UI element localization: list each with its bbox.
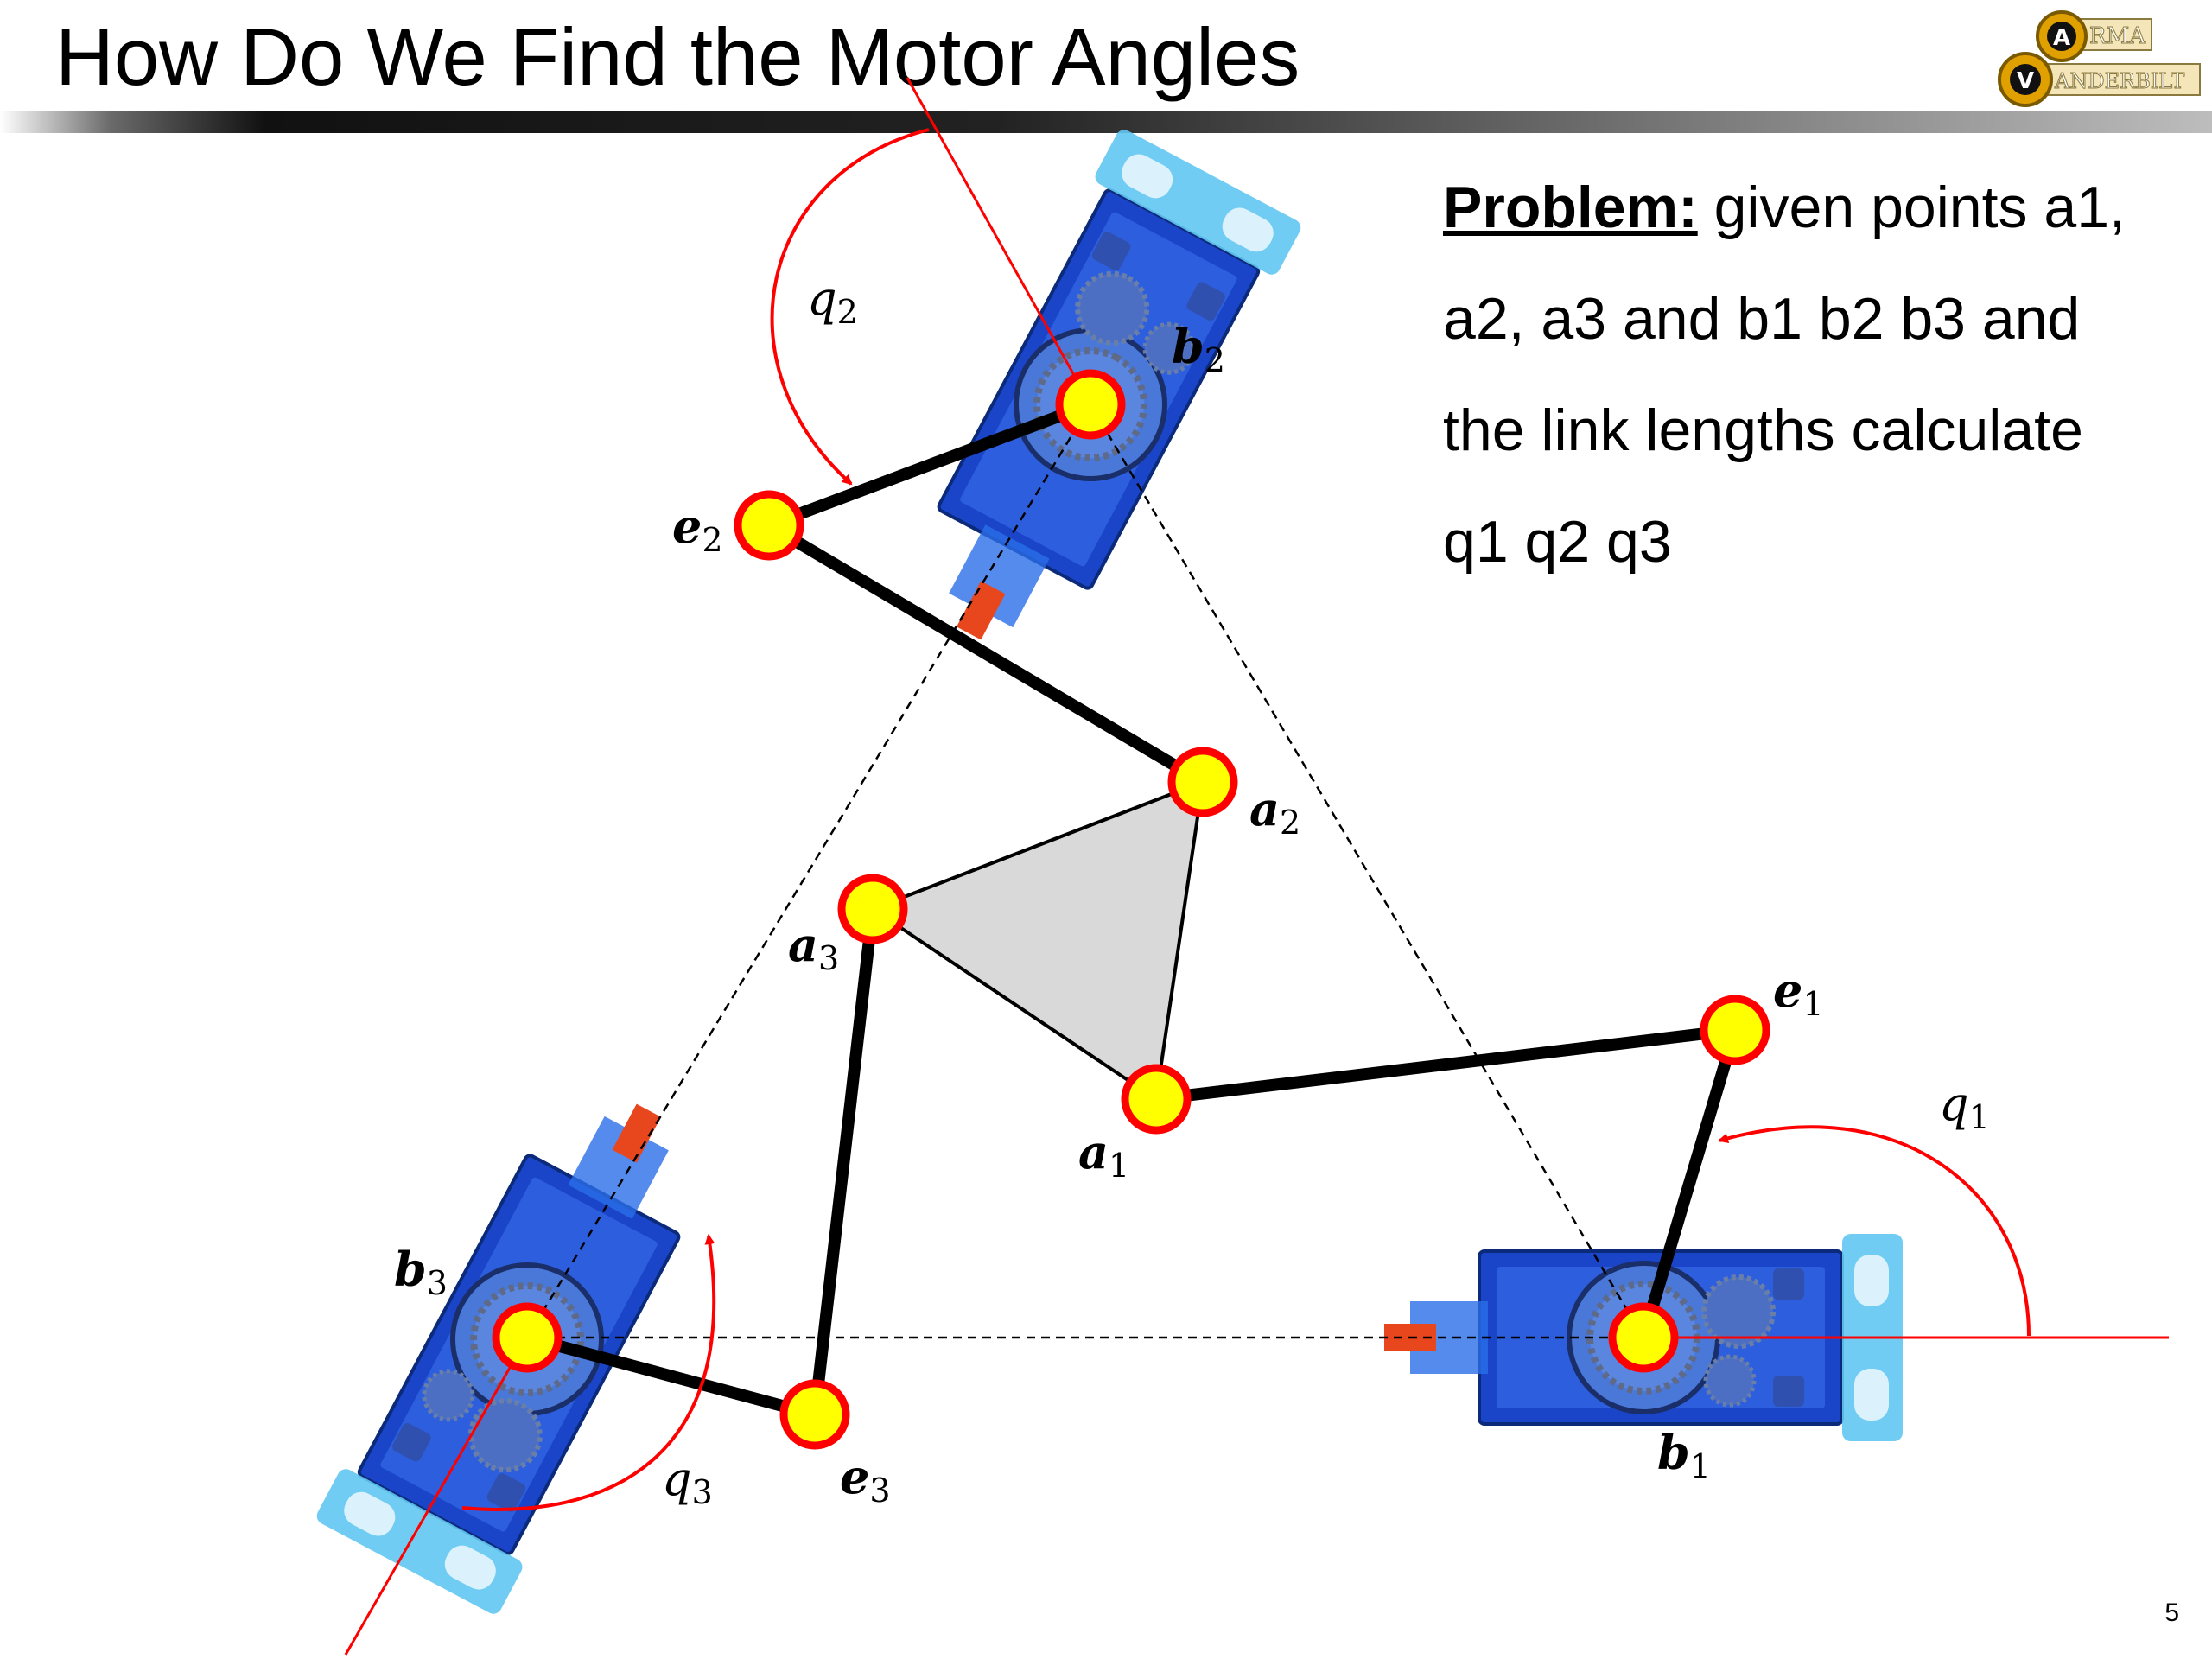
- moving-platform: [868, 779, 1205, 1103]
- label-e2: e2: [672, 499, 723, 559]
- logo-letter-v: V: [2017, 68, 2034, 94]
- problem-line-4: q1 q2 q3: [1443, 509, 1672, 575]
- logo-letter-a: A: [2053, 25, 2070, 51]
- label-a1: a1: [1078, 1124, 1129, 1185]
- label-b3: b3: [394, 1242, 448, 1302]
- arma-vanderbilt-logo: A RMA V ANDERBILT: [1998, 10, 2201, 107]
- joint-b3: [492, 1302, 563, 1373]
- reference-line-b2: [906, 77, 1092, 405]
- label-e3: e3: [840, 1449, 891, 1510]
- logo-text-anderbilt: ANDERBILT: [2054, 69, 2184, 93]
- problem-statement: Problem: given points a1, a2, a3 and b1 …: [1443, 164, 2169, 610]
- joint-a2: [1167, 747, 1238, 817]
- q1-angle-arrow: [1718, 1125, 2031, 1337]
- joint-e1: [1700, 995, 1770, 1065]
- q3-angle-arrow: [461, 1234, 716, 1511]
- label-a3: a3: [788, 917, 839, 977]
- problem-line-1: Problem: given points a1,: [1443, 164, 2169, 276]
- problem-line-3: the link lengths calculate: [1443, 397, 2083, 463]
- joint-a3: [837, 874, 908, 944]
- label-b2: b2: [1172, 319, 1225, 379]
- slide-title: How Do We Find the Motor Angles: [55, 11, 1300, 102]
- arm-links: [521, 398, 1741, 1421]
- joints: [492, 369, 1770, 1450]
- label-q2: q2: [807, 271, 858, 331]
- joint-e3: [779, 1379, 850, 1450]
- problem-line-1-rest: given points a1,: [1697, 175, 2126, 240]
- label-q3: q3: [662, 1452, 713, 1511]
- base-triangle-dashed: [525, 404, 1645, 1339]
- label-q1: q1: [1939, 1077, 1990, 1136]
- reference-line-b3: [344, 1337, 529, 1656]
- title-underline-bar: [0, 111, 2212, 133]
- logo-text-rma: RMA: [2089, 23, 2146, 49]
- q2-angle-arrow: [770, 128, 930, 486]
- page-number: 5: [2164, 1599, 2179, 1627]
- problem-line-2: a2, a3 and b1 b2 b3 and: [1443, 286, 2081, 352]
- label-a2: a2: [1249, 781, 1300, 842]
- joint-b1: [1608, 1302, 1679, 1373]
- joint-e2: [734, 490, 804, 561]
- problem-lead: Problem:: [1443, 175, 1698, 240]
- joint-b2: [1055, 369, 1126, 440]
- label-b1: b1: [1657, 1425, 1711, 1485]
- label-e1: e1: [1773, 963, 1824, 1023]
- joint-a1: [1121, 1064, 1192, 1135]
